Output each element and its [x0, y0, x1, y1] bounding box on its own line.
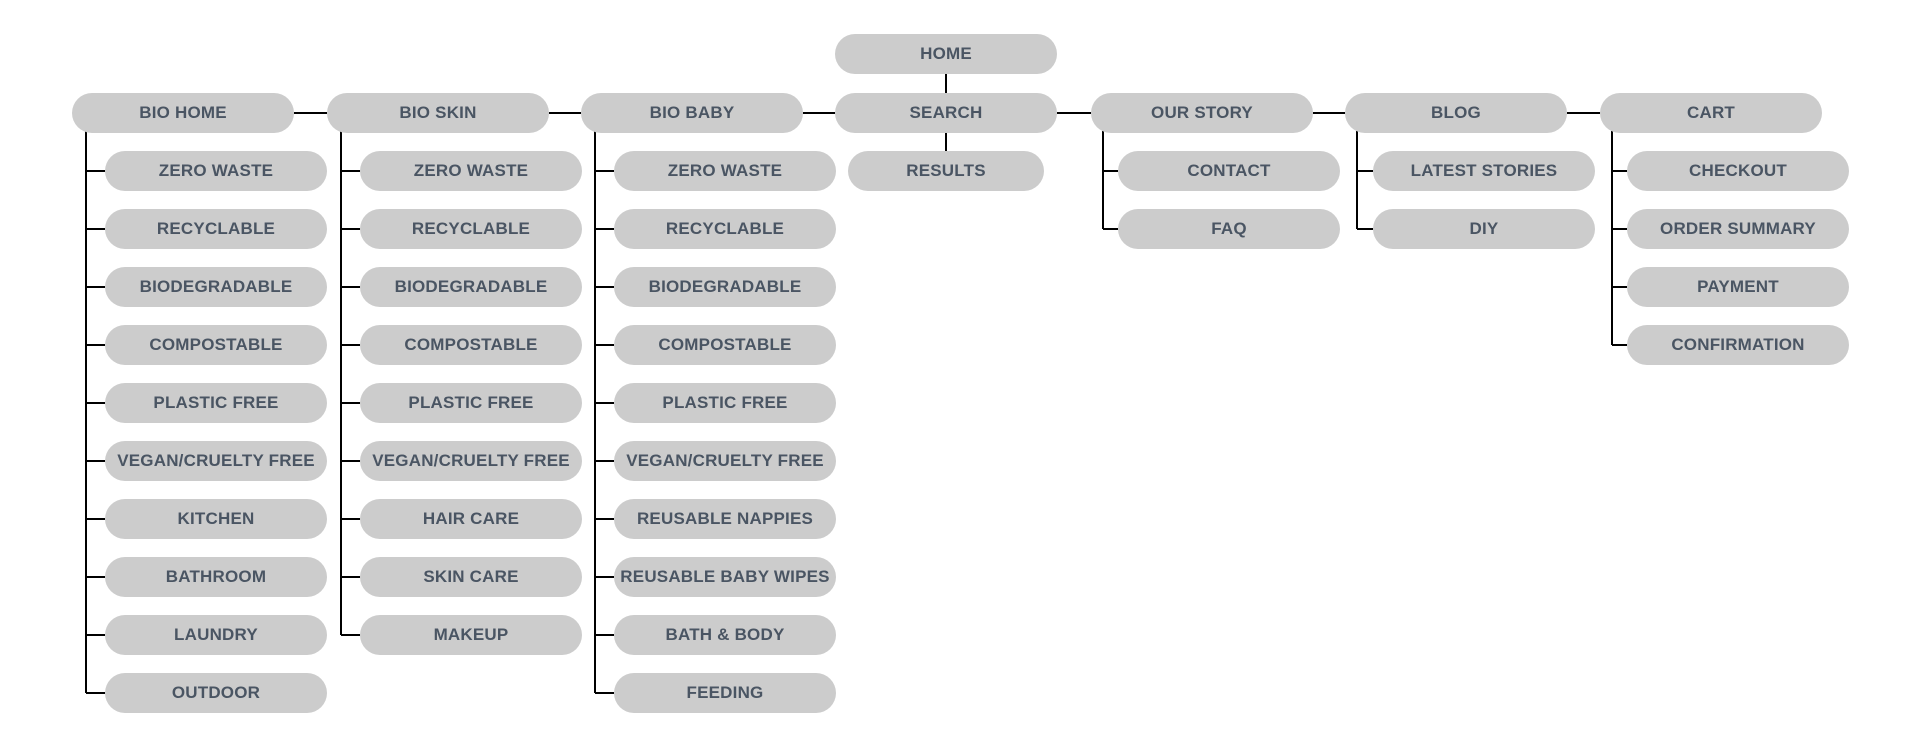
section-bio-baby-child-reusable-nappies[interactable]: REUSABLE NAPPIES: [614, 499, 836, 539]
search-node[interactable]: SEARCH: [835, 93, 1057, 133]
section-bio-home-child-compostable[interactable]: COMPOSTABLE: [105, 325, 327, 365]
section-bio-baby-node[interactable]: BIO BABY: [581, 93, 803, 133]
section-bio-home-child-outdoor[interactable]: OUTDOOR: [105, 673, 327, 713]
section-bio-baby-child-reusable-baby-wipes[interactable]: REUSABLE BABY WIPES: [614, 557, 836, 597]
section-bio-home-child-zero-waste[interactable]: ZERO WASTE: [105, 151, 327, 191]
section-bio-home-child-vegan-cruelty-free[interactable]: VEGAN/CRUELTY FREE: [105, 441, 327, 481]
section-our-story-node[interactable]: OUR STORY: [1091, 93, 1313, 133]
section-our-story-child-faq[interactable]: FAQ: [1118, 209, 1340, 249]
section-bio-baby-child-bath-and-body[interactable]: BATH & BODY: [614, 615, 836, 655]
section-bio-skin-child-makeup[interactable]: MAKEUP: [360, 615, 582, 655]
section-bio-baby-child-compostable[interactable]: COMPOSTABLE: [614, 325, 836, 365]
section-blog-node[interactable]: BLOG: [1345, 93, 1567, 133]
section-bio-skin-child-biodegradable[interactable]: BIODEGRADABLE: [360, 267, 582, 307]
section-bio-skin-child-zero-waste[interactable]: ZERO WASTE: [360, 151, 582, 191]
section-bio-baby-child-recyclable[interactable]: RECYCLABLE: [614, 209, 836, 249]
section-bio-baby-child-plastic-free[interactable]: PLASTIC FREE: [614, 383, 836, 423]
section-bio-skin-child-hair-care[interactable]: HAIR CARE: [360, 499, 582, 539]
section-blog-child-diy[interactable]: DIY: [1373, 209, 1595, 249]
section-bio-home-child-bathroom[interactable]: BATHROOM: [105, 557, 327, 597]
section-bio-baby-child-vegan-cruelty-free[interactable]: VEGAN/CRUELTY FREE: [614, 441, 836, 481]
search-child-results[interactable]: RESULTS: [848, 151, 1044, 191]
section-cart-child-order-summary[interactable]: ORDER SUMMARY: [1627, 209, 1849, 249]
section-bio-skin-node[interactable]: BIO SKIN: [327, 93, 549, 133]
section-bio-skin-child-compostable[interactable]: COMPOSTABLE: [360, 325, 582, 365]
section-bio-skin-child-skin-care[interactable]: SKIN CARE: [360, 557, 582, 597]
section-bio-baby-child-biodegradable[interactable]: BIODEGRADABLE: [614, 267, 836, 307]
section-blog-child-latest-stories[interactable]: LATEST STORIES: [1373, 151, 1595, 191]
section-cart-child-payment[interactable]: PAYMENT: [1627, 267, 1849, 307]
section-cart-child-confirmation[interactable]: CONFIRMATION: [1627, 325, 1849, 365]
section-our-story-child-contact[interactable]: CONTACT: [1118, 151, 1340, 191]
section-cart-node[interactable]: CART: [1600, 93, 1822, 133]
section-bio-skin-child-plastic-free[interactable]: PLASTIC FREE: [360, 383, 582, 423]
section-bio-home-child-kitchen[interactable]: KITCHEN: [105, 499, 327, 539]
section-bio-baby-child-feeding[interactable]: FEEDING: [614, 673, 836, 713]
section-bio-home-child-biodegradable[interactable]: BIODEGRADABLE: [105, 267, 327, 307]
section-bio-home-child-recyclable[interactable]: RECYCLABLE: [105, 209, 327, 249]
section-bio-baby-child-zero-waste[interactable]: ZERO WASTE: [614, 151, 836, 191]
section-bio-home-node[interactable]: BIO HOME: [72, 93, 294, 133]
section-cart-child-checkout[interactable]: CHECKOUT: [1627, 151, 1849, 191]
section-bio-skin-child-vegan-cruelty-free[interactable]: VEGAN/CRUELTY FREE: [360, 441, 582, 481]
home-node[interactable]: HOME: [835, 34, 1057, 74]
section-bio-home-child-plastic-free[interactable]: PLASTIC FREE: [105, 383, 327, 423]
section-bio-skin-child-recyclable[interactable]: RECYCLABLE: [360, 209, 582, 249]
section-bio-home-child-laundry[interactable]: LAUNDRY: [105, 615, 327, 655]
